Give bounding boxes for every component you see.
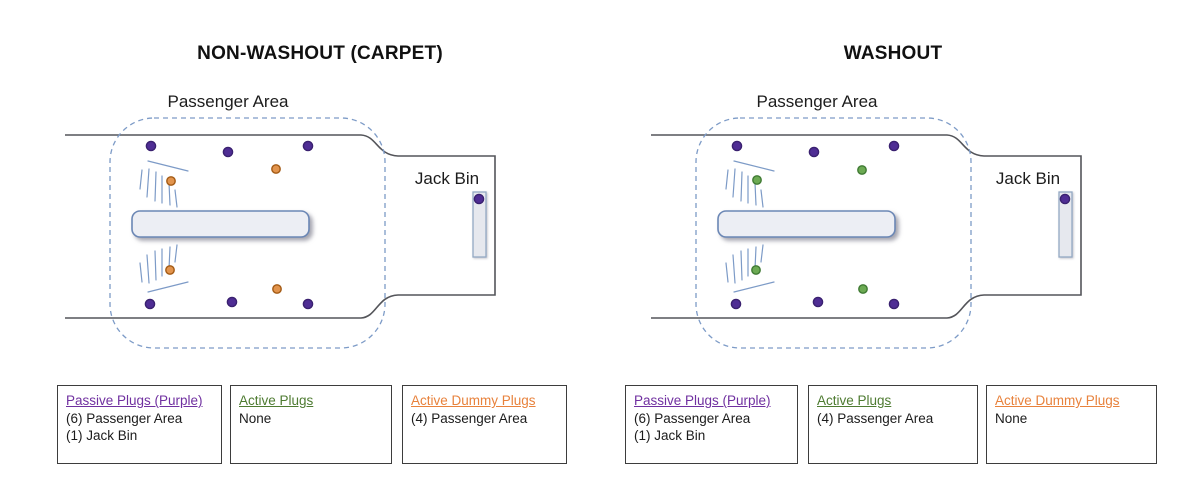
passive-plug-dot xyxy=(812,296,824,308)
passive-plug-dot xyxy=(731,140,743,152)
legend-active-plugs-left: Active Plugs None xyxy=(230,385,392,464)
passenger-area-label-right: Passenger Area xyxy=(756,92,878,111)
legend-heading: Active Dummy Plugs xyxy=(411,393,536,408)
legend-line: (6) Passenger Area xyxy=(66,411,183,426)
legend-line: (6) Passenger Area xyxy=(634,411,751,426)
vehicle-left xyxy=(65,118,495,348)
legend-heading: Active Plugs xyxy=(239,393,314,408)
passive-plug-dot xyxy=(473,193,485,205)
passive-plug-dot xyxy=(222,146,234,158)
passive-plug-dot xyxy=(1059,193,1071,205)
active-dummy-plug-dot xyxy=(271,164,281,174)
legend-line: (4) Passenger Area xyxy=(411,411,528,426)
passive-plug-dot xyxy=(888,140,900,152)
passive-plug-dot xyxy=(730,298,742,310)
passive-plug-dot xyxy=(302,298,314,310)
legend-active-dummy-plugs-right: Active Dummy Plugs None xyxy=(986,385,1157,464)
passive-plug-dot xyxy=(144,298,156,310)
legend-active-plugs-right: Active Plugs (4) Passenger Area xyxy=(808,385,978,464)
legend-heading: Active Plugs xyxy=(817,393,892,408)
active-dummy-plug-dot xyxy=(166,176,176,186)
legend-active-dummy-plugs-left: Active Dummy Plugs (4) Passenger Area xyxy=(402,385,567,464)
active-dummy-plug-dot xyxy=(165,265,175,275)
legend-line: (1) Jack Bin xyxy=(66,428,138,443)
legend-line: None xyxy=(239,411,272,426)
legend-heading: Passive Plugs (Purple) xyxy=(634,393,771,408)
legend-heading: Passive Plugs (Purple) xyxy=(66,393,203,408)
legend-passive-plugs-right: Passive Plugs (Purple) (6) Passenger Are… xyxy=(625,385,798,464)
legend-heading: Active Dummy Plugs xyxy=(995,393,1120,408)
vehicle-right xyxy=(651,118,1081,348)
active-plug-dot xyxy=(858,284,868,294)
passive-plug-dot xyxy=(145,140,157,152)
passenger-area-label-left: Passenger Area xyxy=(167,92,289,111)
passive-plug-dot xyxy=(302,140,314,152)
passive-plug-dot xyxy=(888,298,900,310)
legend-line: (4) Passenger Area xyxy=(817,411,934,426)
legend-line: None xyxy=(995,411,1028,426)
plug-dots-right xyxy=(730,140,1071,310)
legend-line: (1) Jack Bin xyxy=(634,428,706,443)
legend-passive-plugs-left: Passive Plugs (Purple) (6) Passenger Are… xyxy=(57,385,222,464)
jack-bin-label-left: Jack Bin xyxy=(414,169,480,188)
active-plug-dot xyxy=(857,165,867,175)
diagram-title-washout: WASHOUT xyxy=(843,43,943,64)
plug-dots-left xyxy=(144,140,485,310)
active-dummy-plug-dot xyxy=(272,284,282,294)
diagram-title-non-washout: NON-WASHOUT (CARPET) xyxy=(197,43,443,64)
active-plug-dot xyxy=(751,265,761,275)
passive-plug-dot xyxy=(808,146,820,158)
passive-plug-dot xyxy=(226,296,238,308)
active-plug-dot xyxy=(752,175,762,185)
jack-bin-label-right: Jack Bin xyxy=(995,169,1061,188)
